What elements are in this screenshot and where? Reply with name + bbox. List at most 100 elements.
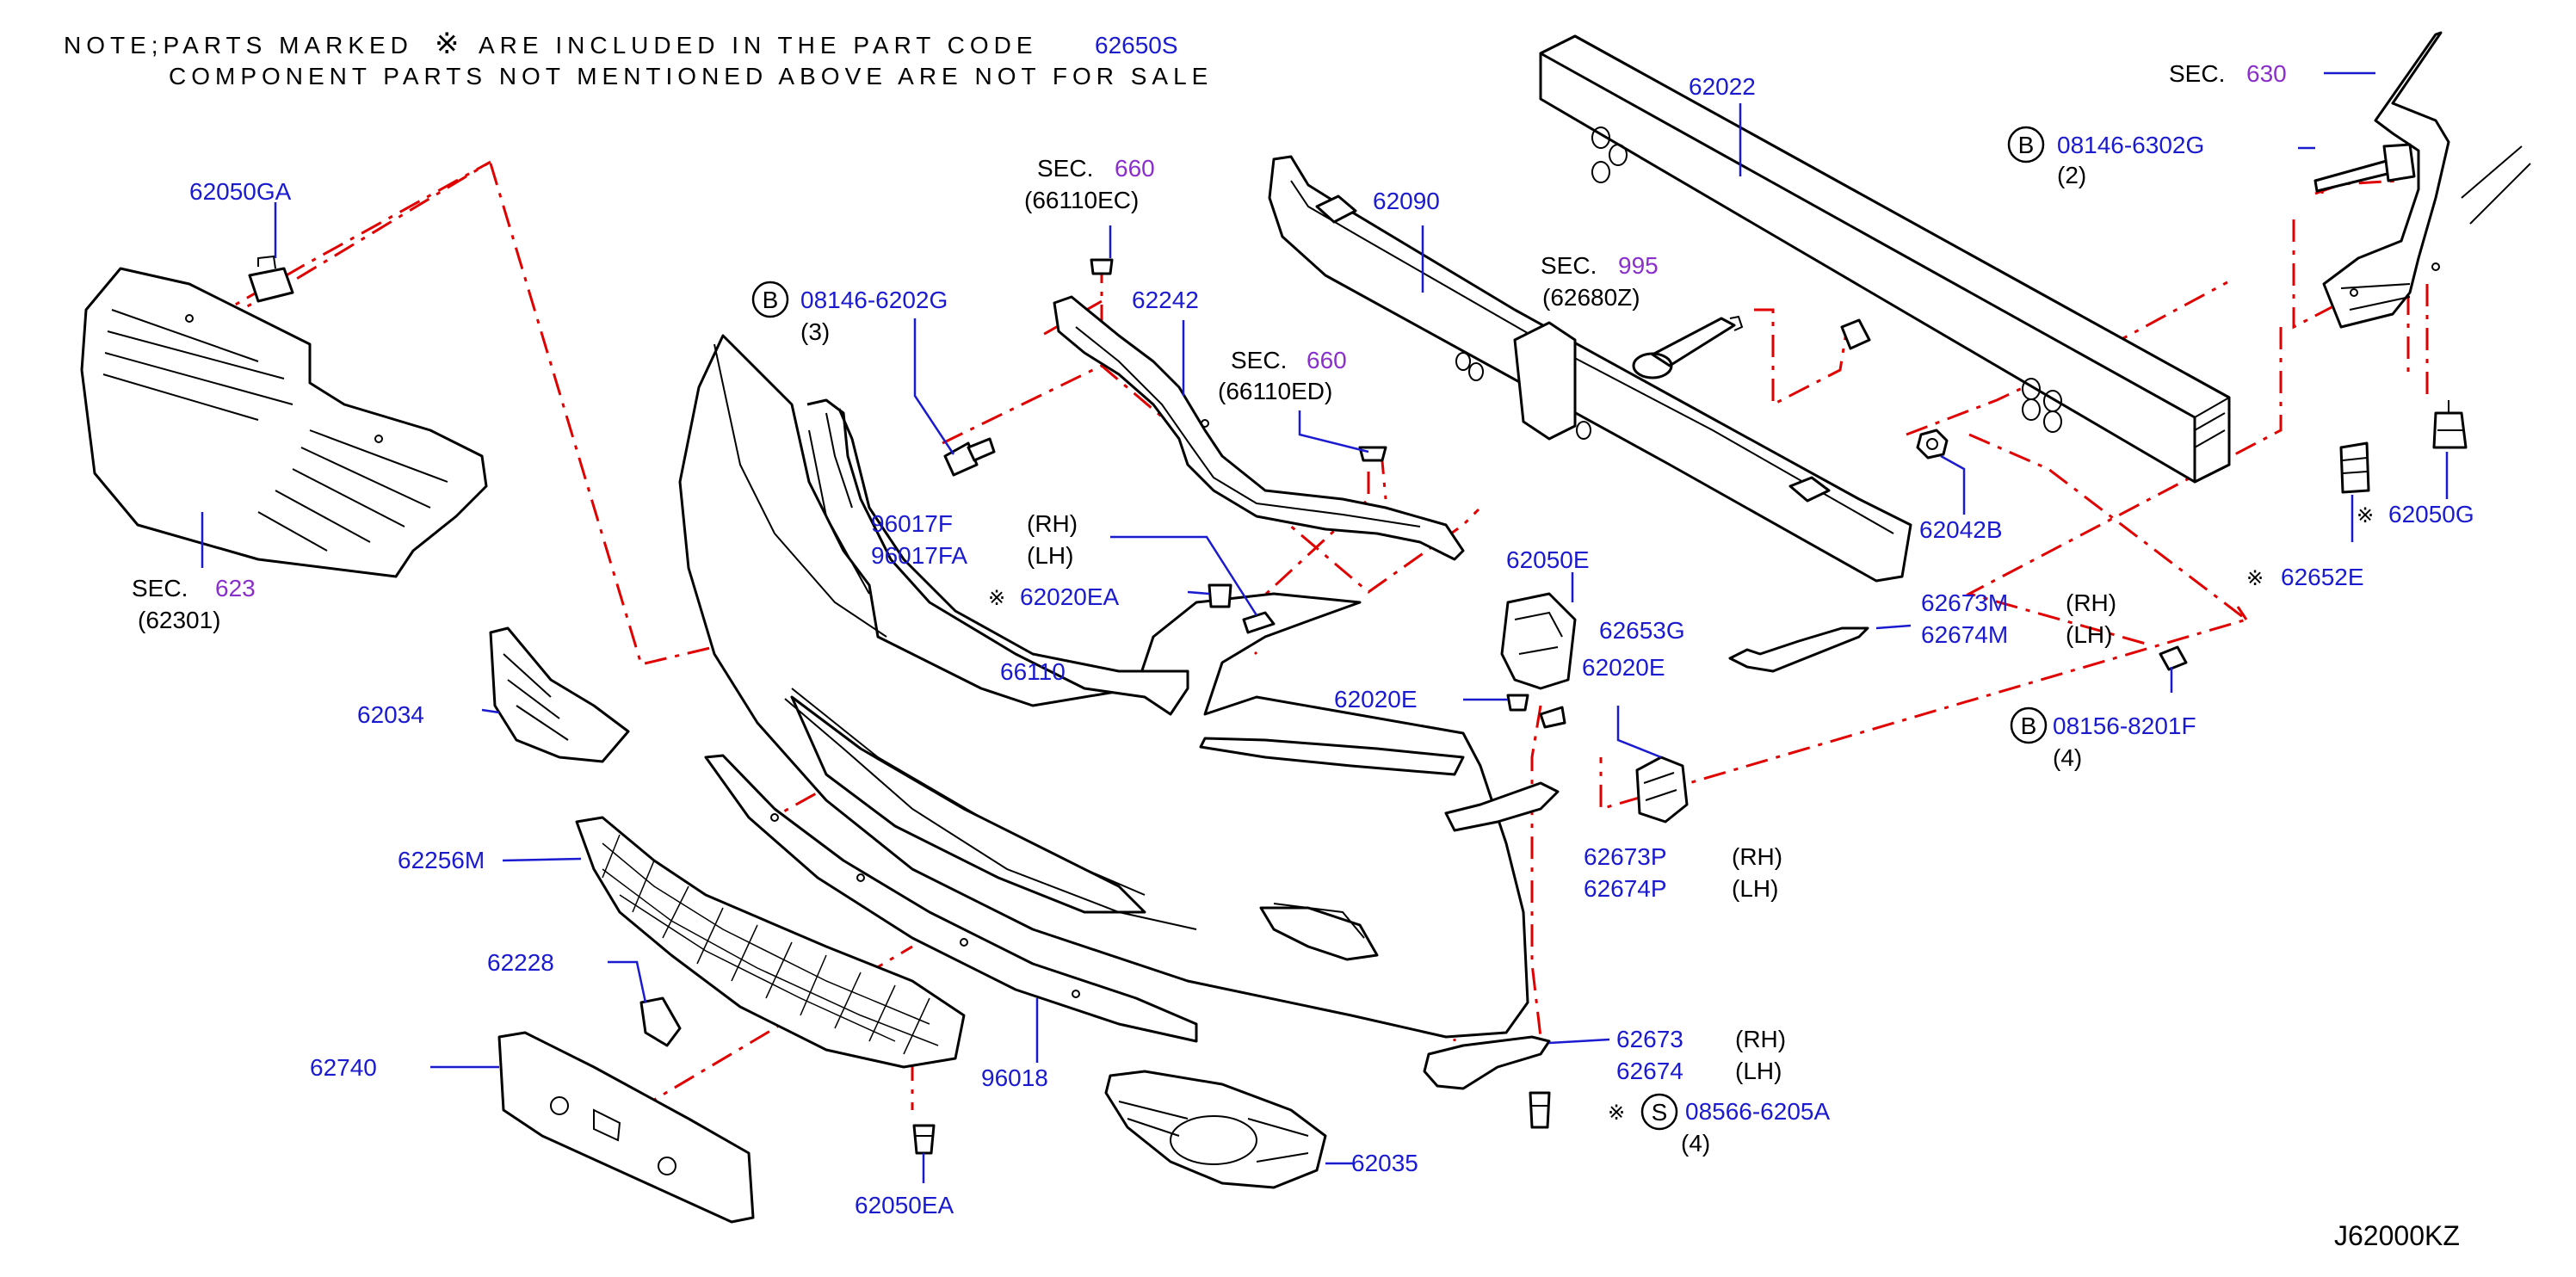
label-08146-6302g[interactable]: 08146-6302G <box>2057 132 2204 158</box>
label-62020e-b[interactable]: 62020E <box>1582 654 1665 681</box>
bracket-62673[interactable] <box>1423 1035 1551 1090</box>
front-bumper-fascia[interactable] <box>678 334 1529 1039</box>
clip-66110ed[interactable] <box>1358 446 1387 462</box>
cover-62228-body <box>639 996 682 1047</box>
leader-96017f <box>1110 535 1258 616</box>
label-08156-8201f[interactable]: 08156-8201F <box>2053 713 2196 739</box>
label-62673p[interactable]: 62673P <box>1584 843 1667 870</box>
note-part-code[interactable]: 62650S <box>1095 32 1178 59</box>
lower-lip-body <box>704 754 1198 1043</box>
bolt-head <box>2382 143 2416 182</box>
plate-body <box>497 1031 755 1224</box>
bracket-62242[interactable] <box>1053 295 1465 561</box>
label-62022[interactable]: 62022 <box>1689 73 1756 100</box>
lower-lip-96018[interactable] <box>704 754 1198 1043</box>
clip-62050g[interactable] <box>2432 400 2468 449</box>
label-96017fa[interactable]: 96017FA <box>871 542 967 569</box>
label-62673[interactable]: 62673 <box>1616 1026 1683 1052</box>
bolt-symbol-circle <box>2007 126 2045 163</box>
screw-body <box>1529 1091 1551 1129</box>
label-62674[interactable]: 62674 <box>1616 1058 1683 1084</box>
fog-cover-62035[interactable] <box>1104 1070 1327 1189</box>
note-block: NOTE;PARTS MARKED ※ ARE INCLUDED IN THE … <box>64 28 1208 89</box>
label-62050g[interactable]: 62050G <box>2388 501 2474 527</box>
fender-body <box>2322 31 2450 329</box>
reinforcement-end <box>2194 397 2230 418</box>
label-62740[interactable]: 62740 <box>310 1054 377 1081</box>
leader-62042b <box>1940 454 1966 515</box>
bolt-08146-6202g[interactable] <box>943 437 996 477</box>
sec-623-num[interactable]: 623 <box>215 575 256 601</box>
duct-62034[interactable] <box>489 626 630 763</box>
label-62034[interactable]: 62034 <box>357 701 424 728</box>
retainer-body <box>2339 441 2370 494</box>
fascia-upper-bracket <box>806 398 1189 716</box>
label-08566-6205a[interactable]: 08566-6205A <box>1685 1098 1830 1125</box>
tow-hook[interactable] <box>1632 315 1744 379</box>
retainer-62652e[interactable] <box>2339 441 2370 494</box>
leader-66110ed <box>1298 410 1369 453</box>
label-62042b[interactable]: 62042B <box>1919 516 2003 543</box>
sec-660-b-ref: (66110ED) <box>1218 378 1332 404</box>
clip-62050ga[interactable] <box>248 255 294 303</box>
clip-62020e-body <box>1506 694 1529 712</box>
sec-660-b-num[interactable]: 660 <box>1307 347 1347 373</box>
bracket-62673m[interactable] <box>1728 626 1869 673</box>
label-62242[interactable]: 62242 <box>1132 287 1199 313</box>
bolt-08156-8201f[interactable] <box>2159 645 2188 671</box>
label-08146-6202g[interactable]: 08146-6202G <box>800 287 948 313</box>
cover-62228[interactable] <box>639 996 682 1047</box>
label-62653g[interactable]: 62653G <box>1599 617 1685 644</box>
clip-62050ga-body <box>248 267 294 303</box>
label-62050ga[interactable]: 62050GA <box>189 178 292 205</box>
label-62050e[interactable]: 62050E <box>1506 546 1590 573</box>
label-62652e[interactable]: 62652E <box>2281 564 2364 590</box>
label-62020ea[interactable]: 62020EA <box>1020 583 1120 610</box>
label-62674p[interactable]: 62674P <box>1584 875 1667 902</box>
label-66110[interactable]: 66110 <box>1000 658 1066 685</box>
lip-hole <box>770 813 779 822</box>
lower-grille-mesh-v <box>602 834 930 1055</box>
sec-995-ref: (62680Z) <box>1542 284 1640 311</box>
clip-66110ed-head <box>1358 446 1387 462</box>
bolt-08146-6302g[interactable] <box>2313 143 2416 193</box>
clip-62050ea[interactable] <box>912 1124 936 1155</box>
clip-62242-top[interactable] <box>1090 258 1114 275</box>
mark-62050g: ※ <box>2357 504 2374 527</box>
upper-grille-part[interactable] <box>80 267 488 578</box>
label-62020e[interactable]: 62020E <box>1334 686 1418 713</box>
label-62674m[interactable]: 62674M <box>1921 621 2008 648</box>
clip-62020ea[interactable] <box>1208 583 1232 608</box>
absorber-hole <box>1468 362 1484 381</box>
sec-630-num[interactable]: 630 <box>2246 60 2287 87</box>
label-62228[interactable]: 62228 <box>487 949 554 976</box>
label-96017f[interactable]: 96017F <box>871 510 953 537</box>
reinforcement-62022[interactable] <box>1539 34 2231 484</box>
fascia-upper-rim <box>806 398 1189 716</box>
fog-lamp-hole-inner <box>1273 903 1365 939</box>
label-62673m[interactable]: 62673M <box>1921 589 2008 616</box>
label-62050ea[interactable]: 62050EA <box>855 1192 954 1218</box>
molding-96017f[interactable] <box>1242 611 1276 634</box>
bracket-62673p-body <box>1635 756 1689 824</box>
bolt-symbol-b: B <box>2021 713 2037 739</box>
absorber-62090[interactable] <box>1268 155 1912 583</box>
nut-62042b[interactable] <box>1916 429 1949 460</box>
sec-995-num[interactable]: 995 <box>1618 252 1659 279</box>
clip-62020e[interactable] <box>1506 694 1566 729</box>
screw-08566-6205a[interactable] <box>1529 1091 1551 1129</box>
label-62256m[interactable]: 62256M <box>398 847 485 873</box>
bracket-62050e[interactable] <box>1500 592 1577 690</box>
qty-08566-6205a: (4) <box>1681 1130 1710 1157</box>
bracket-62673m-body <box>1728 626 1869 673</box>
label-96018[interactable]: 96018 <box>981 1064 1048 1091</box>
leader-08146-6202g <box>913 318 955 455</box>
bracket-62673p[interactable] <box>1635 756 1689 824</box>
absorber-top-edge <box>1290 180 1894 534</box>
sec-660-num[interactable]: 660 <box>1115 155 1155 182</box>
lower-grille-62256m[interactable] <box>575 816 966 1069</box>
label-62035[interactable]: 62035 <box>1351 1150 1418 1176</box>
label-62090[interactable]: 62090 <box>1373 188 1440 214</box>
note-mark: ※ <box>435 28 460 60</box>
plate-62740[interactable] <box>497 1031 755 1224</box>
